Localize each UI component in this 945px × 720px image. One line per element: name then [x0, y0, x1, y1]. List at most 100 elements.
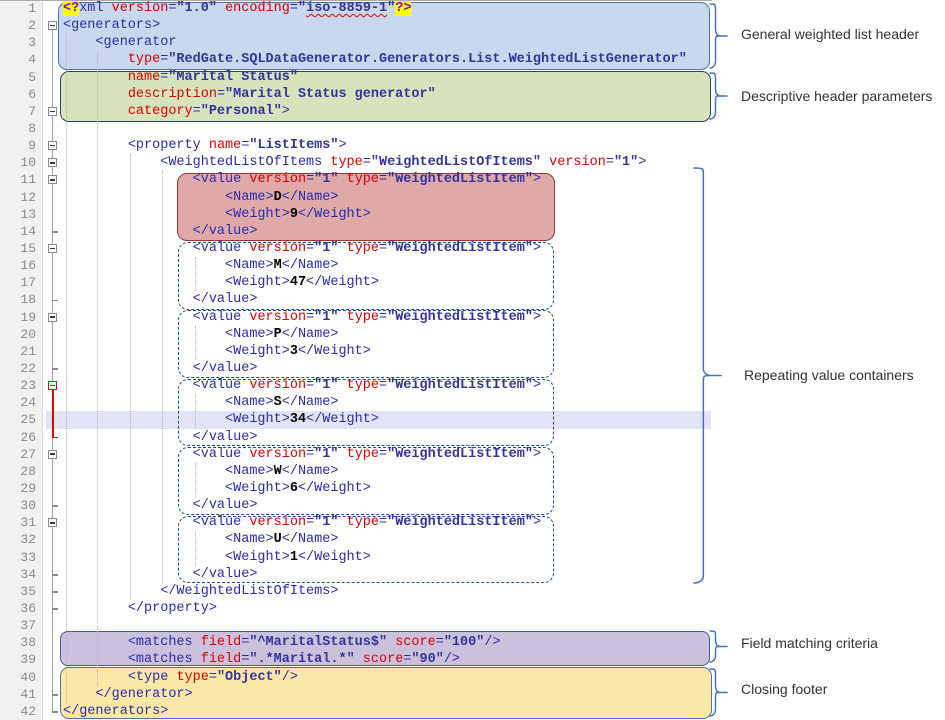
- fold-toggle-icon[interactable]: [47, 21, 57, 31]
- code-line-41[interactable]: </generator>: [63, 686, 192, 703]
- code-token: =: [241, 652, 250, 668]
- fold-toggle-icon[interactable]: [47, 518, 57, 528]
- line-number: 6: [28, 86, 36, 102]
- code-line-38[interactable]: <matches field="^MaritalStatus$" score="…: [63, 634, 501, 651]
- code-line-36[interactable]: </property>: [63, 600, 217, 617]
- code-line-18[interactable]: </value>: [63, 291, 258, 308]
- code-line-7[interactable]: category="Personal">: [63, 103, 290, 120]
- line-number: 38: [20, 635, 36, 651]
- highlight-block-value-container-5: [178, 447, 554, 515]
- code-line-30[interactable]: </value>: [63, 497, 258, 514]
- code-token: =: [379, 241, 388, 256]
- code-line-5[interactable]: name="Marital Status": [63, 69, 298, 86]
- code-line-32[interactable]: <Name>U</Name>: [63, 531, 338, 548]
- code-line-1[interactable]: <?xml version="1.0" encoding="iso-8859-1…: [63, 0, 412, 17]
- line-number: 30: [20, 498, 36, 514]
- code-line-24[interactable]: <Name>S</Name>: [63, 394, 338, 411]
- code-token: [63, 584, 160, 599]
- code-line-4[interactable]: type="RedGate.SQLDataGenerator.Generator…: [63, 51, 687, 68]
- fold-toggle-icon[interactable]: [47, 312, 57, 322]
- code-line-28[interactable]: <Name>W</Name>: [63, 463, 338, 480]
- code-line-35[interactable]: </WeightedListOfItems>: [63, 583, 338, 600]
- code-token: "WeightedListItem": [387, 241, 533, 256]
- line-number: 27: [20, 446, 36, 462]
- code-line-23[interactable]: <value version="1" type="WeightedListIte…: [63, 377, 541, 394]
- code-line-22[interactable]: </value>: [63, 360, 258, 377]
- indent-guide: [162, 171, 164, 583]
- code-line-29[interactable]: <Weight>6</Weight>: [63, 480, 371, 497]
- code-token: [63, 275, 225, 290]
- annotation-label-repeating-note: Repeating value containers: [744, 367, 914, 383]
- code-line-39[interactable]: <matches field=".*Marital.*" score="90"/…: [63, 651, 460, 668]
- code-line-42[interactable]: </generators>: [63, 703, 168, 720]
- code-token: >: [338, 138, 347, 154]
- fold-toggle-icon[interactable]: [47, 141, 57, 151]
- code-token: <Name>: [225, 395, 274, 411]
- code-line-13[interactable]: <Weight>9</Weight>: [63, 206, 371, 223]
- fold-toggle-icon[interactable]: [47, 244, 57, 253]
- code-token: [201, 138, 209, 153]
- fold-toggle-icon[interactable]: [47, 381, 57, 391]
- code-token: =: [192, 103, 201, 119]
- fold-toggle-icon[interactable]: [47, 158, 57, 168]
- code-token: type: [346, 309, 379, 325]
- line-number: 22: [20, 361, 36, 376]
- code-line-15[interactable]: <value version="1" type="WeightedListIte…: [63, 240, 541, 257]
- code-line-19[interactable]: <value version="1" type="WeightedListIte…: [63, 309, 541, 326]
- code-token: [63, 687, 95, 702]
- code-line-31[interactable]: <value version="1" type="WeightedListIte…: [63, 514, 541, 531]
- code-token: 47: [289, 275, 307, 291]
- indent-guide: [194, 531, 196, 566]
- fold-toggle-icon[interactable]: [47, 106, 57, 116]
- code-token: [63, 447, 193, 462]
- code-line-17[interactable]: <Weight>47</Weight>: [63, 274, 379, 291]
- code-line-27[interactable]: <value version="1" type="WeightedListIte…: [63, 446, 541, 463]
- indent-guide: [194, 257, 196, 292]
- code-token: P: [273, 326, 282, 342]
- code-line-34[interactable]: </value>: [63, 566, 258, 583]
- fold-minus-glyph: [49, 453, 55, 455]
- code-token: version: [249, 309, 307, 325]
- code-line-11[interactable]: <value version="1" type="WeightedListIte…: [63, 171, 541, 188]
- code-line-26[interactable]: </value>: [63, 429, 258, 446]
- fold-toggle-icon[interactable]: [47, 175, 57, 185]
- code-token: [104, 1, 112, 16]
- code-token: S: [273, 395, 282, 411]
- code-token: "1.0": [176, 1, 217, 16]
- code-token: <generator: [95, 35, 177, 51]
- code-line-20[interactable]: <Name>P</Name>: [63, 326, 338, 343]
- code-token: [63, 652, 128, 667]
- code-token: <Name>: [225, 326, 274, 342]
- code-token: <generators>: [63, 18, 161, 34]
- code-token: </generators>: [63, 703, 169, 719]
- code-line-33[interactable]: <Weight>1</Weight>: [63, 549, 371, 566]
- line-number: 8: [28, 121, 36, 136]
- code-line-40[interactable]: <type type="Object"/>: [63, 669, 298, 686]
- code-token: [63, 481, 225, 496]
- code-line-6[interactable]: description="Marital Status generator": [63, 86, 436, 103]
- code-token: </Weight>: [297, 481, 371, 496]
- code-line-12[interactable]: <Name>D</Name>: [63, 189, 338, 206]
- line-number: 24: [20, 395, 36, 411]
- code-line-14[interactable]: </value>: [63, 223, 258, 240]
- fold-end-tick: [52, 368, 58, 370]
- code-line-9[interactable]: <property name="ListItems">: [63, 137, 347, 154]
- code-token: [63, 430, 193, 445]
- code-token: =: [435, 635, 444, 651]
- code-token: =: [306, 378, 315, 394]
- code-token: =: [160, 52, 169, 68]
- code-token: </property>: [127, 601, 217, 616]
- code-line-16[interactable]: <Name>M</Name>: [63, 257, 338, 274]
- line-number: 17: [20, 275, 36, 291]
- fold-toggle-icon[interactable]: [47, 449, 57, 459]
- line-number: 29: [20, 481, 36, 496]
- code-line-25[interactable]: <Weight>34</Weight>: [63, 411, 379, 428]
- highlight-block-value-container-1: [177, 173, 555, 241]
- code-line-21[interactable]: <Weight>3</Weight>: [63, 343, 371, 360]
- code-line-10[interactable]: <WeightedListOfItems type="WeightedListO…: [63, 154, 646, 171]
- indent-guide: [97, 51, 99, 686]
- code-token: [541, 155, 549, 170]
- line-number: 11: [20, 172, 36, 188]
- code-line-3[interactable]: <generator: [63, 34, 176, 51]
- code-line-2[interactable]: <generators>: [63, 17, 160, 34]
